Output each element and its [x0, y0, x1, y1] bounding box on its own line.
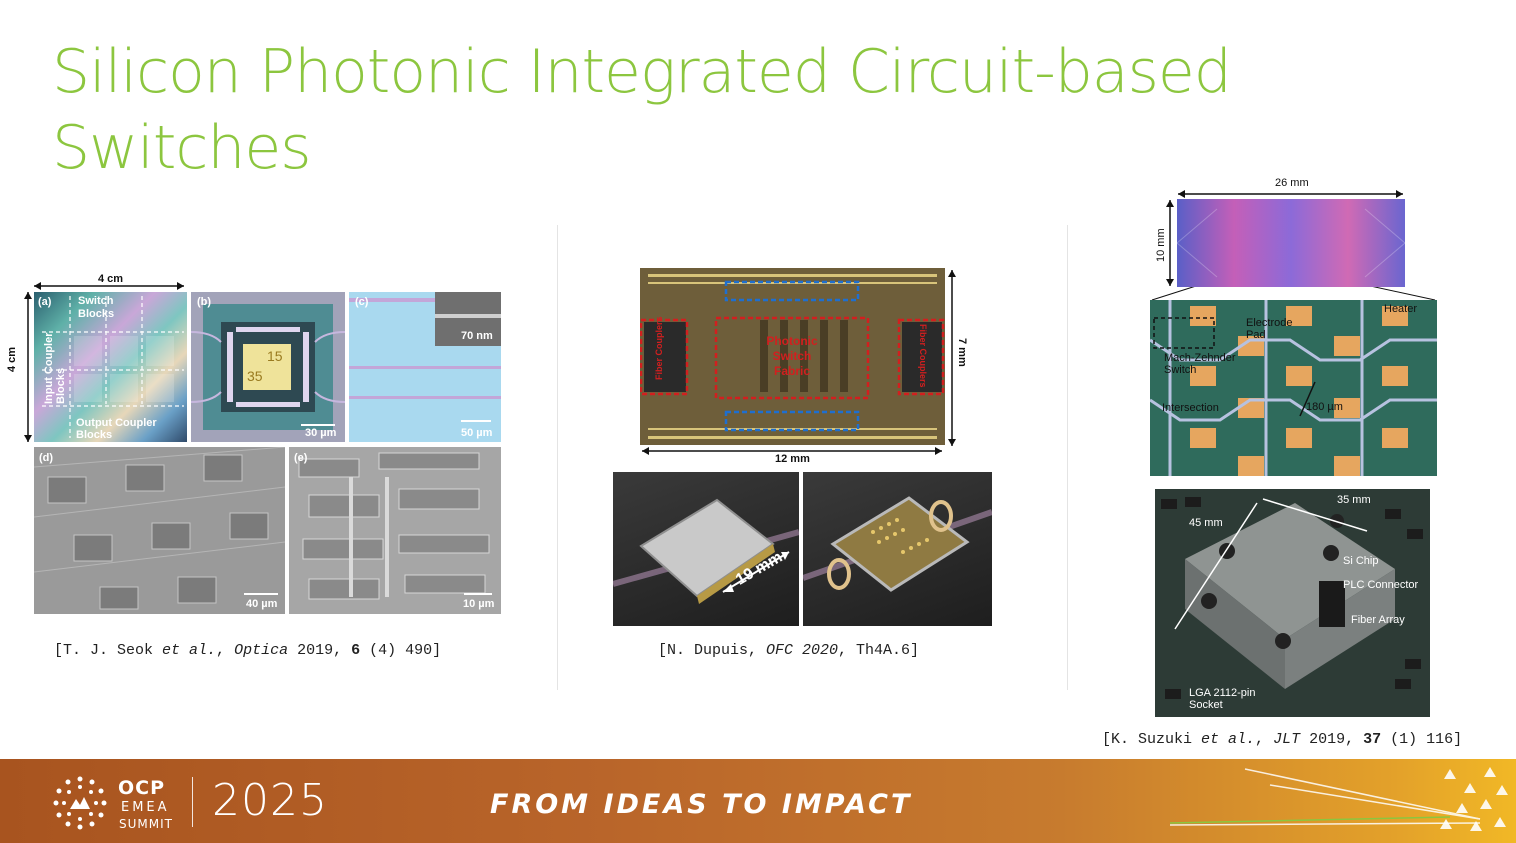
chip-mark-2: 35 — [247, 368, 263, 384]
panel-b-scale-bar — [301, 424, 335, 426]
panel-b-photo: (b) 15 35 30 µm — [191, 292, 345, 442]
panel-d-sem: (d) 40 µm — [34, 447, 285, 614]
panel-e-label: (e) — [294, 452, 308, 464]
pitch-label: 180 µm — [1306, 401, 1343, 413]
panel-d-label: (d) — [39, 452, 54, 464]
left-citation-journal: Optica — [234, 642, 289, 659]
right-citation-rest: (1) 116] — [1381, 731, 1463, 748]
fiber-array-label: Fiber Array — [1351, 614, 1405, 626]
left-citation-year: 2019, — [288, 642, 352, 659]
input-coupler-label: Input Coupler Blocks — [43, 332, 67, 405]
right-citation-volume: 37 — [1363, 731, 1382, 748]
right-citation-year: 2019, — [1300, 731, 1364, 748]
middle-citation-authors: [N. Dupuis, — [658, 642, 767, 659]
package-35mm-label: 35 mm — [1337, 494, 1371, 506]
panel-a-label: (a) — [38, 296, 52, 308]
middle-citation-rest: , Th4A.6] — [838, 642, 920, 659]
footer-banner: OCP EMEA SUMMIT 2025 FROM IDEAS TO IMPAC… — [0, 759, 1516, 843]
middle-chip-photo: Photonic Switch Fabric Fiber Couplers Fi… — [640, 268, 945, 445]
panel-b-scale: 30 µm — [305, 427, 337, 439]
left-citation: [T. J. Seok et al., Optica 2019, 6 (4) 4… — [54, 642, 441, 659]
chip-mark-1: 15 — [267, 348, 283, 364]
panel-e-scale: 10 µm — [463, 598, 495, 610]
left-dim-height: 4 cm — [6, 346, 18, 372]
photonic-switch-fabric-label: Photonic Switch Fabric — [766, 334, 818, 378]
slide-title: Silicon Photonic Integrated Circuit-base… — [52, 34, 1252, 186]
ocp-event: SUMMIT — [119, 817, 173, 831]
plc-connector-label: PLC Connector — [1343, 579, 1419, 591]
panel-c-label: (c) — [355, 296, 369, 308]
panel-c-photo: (c) 70 nm 50 µm — [349, 292, 501, 442]
panel-c-inset-scale: 70 nm — [461, 330, 493, 342]
left-citation-rest: (4) 490] — [360, 642, 442, 659]
output-coupler-label: Output Coupler Blocks — [76, 417, 157, 441]
column-divider-2 — [1067, 225, 1068, 690]
panel-e-scale-bar — [464, 593, 492, 595]
right-dim-height: 10 mm — [1155, 228, 1167, 262]
ocp-wordmark: OCP — [118, 777, 166, 799]
panel-c-scale: 50 µm — [461, 427, 493, 439]
right-citation-sep: , — [1255, 731, 1274, 748]
package-photo-top: 19 mm — [613, 472, 799, 626]
panel-a-photo: (a) Switch Blocks Input Coupler Blocks O… — [34, 292, 187, 442]
left-dim-width: 4 cm — [98, 273, 124, 285]
ocp-region: EMEA — [121, 800, 170, 815]
middle-citation: [N. Dupuis, OFC 2020, Th4A.6] — [658, 642, 919, 659]
right-chip-photo — [1177, 199, 1405, 287]
panel-e-sem: (e) 10 µm — [289, 447, 501, 614]
column-divider-1 — [557, 225, 558, 690]
panel-d-scale: 40 µm — [246, 598, 278, 610]
lga-socket-label: LGA 2112-pin Socket — [1189, 687, 1256, 711]
slide-title-line-1: Silicon Photonic Integrated Circuit-base… — [52, 37, 1232, 107]
middle-dim-height: 7 mm — [956, 338, 968, 367]
heater-label: Heater — [1384, 303, 1418, 315]
intersection-label: Intersection — [1162, 402, 1219, 414]
right-citation-etal: et al. — [1201, 731, 1256, 748]
right-citation: [K. Suzuki et al., JLT 2019, 37 (1) 116] — [1102, 731, 1462, 748]
right-citation-authors: [K. Suzuki — [1102, 731, 1202, 748]
package-photo-bottom — [803, 472, 992, 626]
panel-c-scale-bar — [461, 420, 491, 422]
ocp-summit-logo-icon — [53, 776, 107, 830]
left-dimension-arrows — [24, 282, 184, 442]
footer-year: 2025 — [212, 775, 328, 826]
left-citation-authors: [T. J. Seok — [54, 642, 163, 659]
panel-c-inset — [435, 292, 501, 346]
left-citation-etal: et al. — [162, 642, 217, 659]
middle-dimension-arrows — [642, 270, 956, 455]
footer-tagline: FROM IDEAS TO IMPACT — [490, 789, 913, 820]
right-dim-width: 26 mm — [1275, 177, 1309, 189]
left-citation-sep: , — [216, 642, 235, 659]
middle-dim-width: 12 mm — [775, 453, 810, 465]
middle-citation-venue: OFC 2020 — [766, 642, 839, 659]
footer-decoration-rays — [1169, 767, 1508, 831]
right-package-photo: 45 mm 35 mm Si Chip PLC Connector Fiber … — [1155, 489, 1430, 717]
panel-d-scale-bar — [244, 593, 278, 595]
mzi-switch-label: Mach-Zehnder Switch — [1164, 352, 1236, 376]
slide-title-line-2: Switches — [52, 113, 312, 183]
panel-b-label: (b) — [197, 296, 212, 308]
right-microscope-photo: Heater Electrode Pad Mach-Zehnder Switch… — [1150, 300, 1437, 476]
left-citation-volume: 6 — [351, 642, 361, 659]
si-chip-label: Si Chip — [1343, 555, 1379, 567]
electrode-pad-label: Electrode Pad — [1246, 317, 1293, 341]
package-45mm-label: 45 mm — [1189, 517, 1223, 529]
switch-blocks-label: Switch Blocks — [78, 295, 115, 320]
footer-separator — [192, 777, 193, 827]
right-citation-journal: JLT — [1273, 731, 1301, 748]
